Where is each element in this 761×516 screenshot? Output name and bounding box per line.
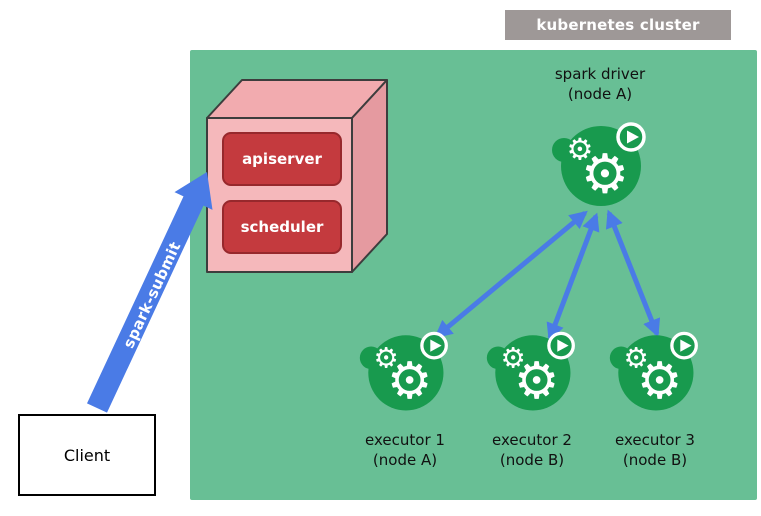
executor3-title: executor 3 (615, 431, 695, 449)
executor1-label: executor 1 (node A) (335, 430, 475, 470)
large-gear-icon: ⚙ (581, 143, 629, 206)
pod-bump (609, 346, 633, 370)
apiserver-box: apiserver (222, 132, 342, 186)
play-icon (680, 339, 692, 352)
executor3-label: executor 3 (node B) (585, 430, 725, 470)
large-gear-icon: ⚙ (387, 351, 433, 410)
large-gear-icon: ⚙ (637, 351, 683, 410)
executor1-pod-icon: ⚙ ⚙ (359, 331, 448, 411)
executor2-title: executor 2 (492, 431, 572, 449)
play-icon (430, 339, 442, 352)
spark-submit-label: spark-submit (119, 238, 185, 352)
kubernetes-cluster-label: kubernetes cluster (505, 10, 731, 40)
executor1-node: (node A) (372, 451, 438, 469)
play-icon (627, 130, 639, 144)
executor2-node: (node B) (499, 451, 565, 469)
play-icon (557, 339, 569, 352)
pod-bump (486, 346, 510, 370)
small-gear-icon: ⚙ (623, 341, 648, 374)
spark-driver-title: spark driver (554, 65, 646, 83)
apiserver-label: apiserver (242, 150, 322, 168)
spark-driver-pod-icon: ⚙ ⚙ (552, 122, 646, 206)
executor1-title: executor 1 (365, 431, 445, 449)
executor3-pod-icon: ⚙ ⚙ (609, 331, 698, 411)
spark-driver-node: (node A) (567, 85, 633, 103)
client-label: Client (63, 445, 111, 465)
client-box: Client (18, 414, 156, 496)
small-gear-icon: ⚙ (373, 341, 398, 374)
executor2-label: executor 2 (node B) (462, 430, 602, 470)
pod-bump (359, 346, 383, 370)
scheduler-label: scheduler (240, 218, 324, 236)
spark-driver-label: spark driver (node A) (520, 64, 680, 104)
small-gear-icon: ⚙ (500, 341, 525, 374)
large-gear-icon: ⚙ (514, 351, 560, 410)
pod-bump (552, 138, 576, 162)
executor2-pod-icon: ⚙ ⚙ (486, 331, 575, 411)
executor3-node: (node B) (622, 451, 688, 469)
small-gear-icon: ⚙ (567, 133, 594, 168)
scheduler-box: scheduler (222, 200, 342, 254)
